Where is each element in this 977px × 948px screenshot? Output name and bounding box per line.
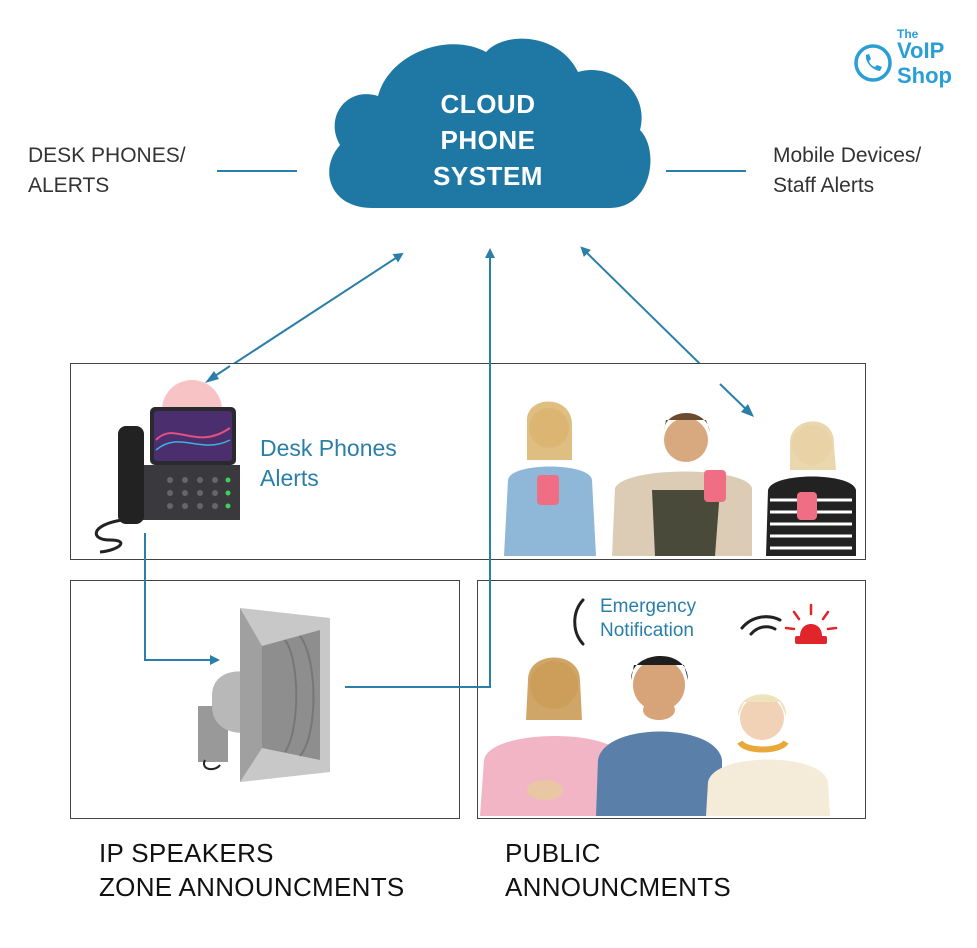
logo-voip: VoIP xyxy=(897,38,945,63)
desk-phones-alerts-label: DESK PHONES/ ALERTS xyxy=(28,141,186,201)
ip-speakers-box xyxy=(70,580,460,819)
public-announcements-label: PUBLIC ANNOUNCMENTS xyxy=(505,836,731,904)
phone-logo-icon xyxy=(854,44,892,82)
right-label-line-1: Mobile Devices/ xyxy=(773,144,922,167)
right-label-line-2: Staff Alerts xyxy=(773,174,875,197)
emergency-line-1: Emergency xyxy=(600,596,697,617)
desk-phones-box xyxy=(70,363,866,560)
ip-speakers-label: IP SPEAKERS ZONE ANNOUNCMENTS xyxy=(99,836,405,904)
desk-phones-alerts-text: Desk Phones Alerts xyxy=(260,433,397,493)
emergency-notification-text: Emergency Notification xyxy=(600,595,696,643)
cloud-title: CLOUD PHONE SYSTEM xyxy=(390,86,586,194)
bottom-left-line-2: ZONE ANNOUNCMENTS xyxy=(99,872,405,902)
desk-box-line-1: Desk Phones xyxy=(260,435,397,461)
cloud-line-1: CLOUD xyxy=(440,89,536,119)
bottom-right-line-2: ANNOUNCMENTS xyxy=(505,872,732,902)
left-label-line-2: ALERTS xyxy=(28,174,110,197)
left-label-line-1: DESK PHONES/ xyxy=(28,144,186,167)
cloud-line-2: PHONE xyxy=(440,125,536,155)
desk-box-line-2: Alerts xyxy=(260,465,319,491)
logo-shop: Shop xyxy=(897,63,952,88)
bottom-right-line-1: PUBLIC xyxy=(505,838,601,868)
bottom-left-line-1: IP SPEAKERS xyxy=(99,838,274,868)
mobile-devices-label: Mobile Devices/ Staff Alerts xyxy=(773,141,921,201)
logo-the: The xyxy=(897,27,919,41)
arrow-desk-phone xyxy=(202,252,404,385)
emergency-line-2: Notification xyxy=(600,620,694,641)
cloud-icon xyxy=(329,38,651,209)
cloud-line-3: SYSTEM xyxy=(433,161,543,191)
